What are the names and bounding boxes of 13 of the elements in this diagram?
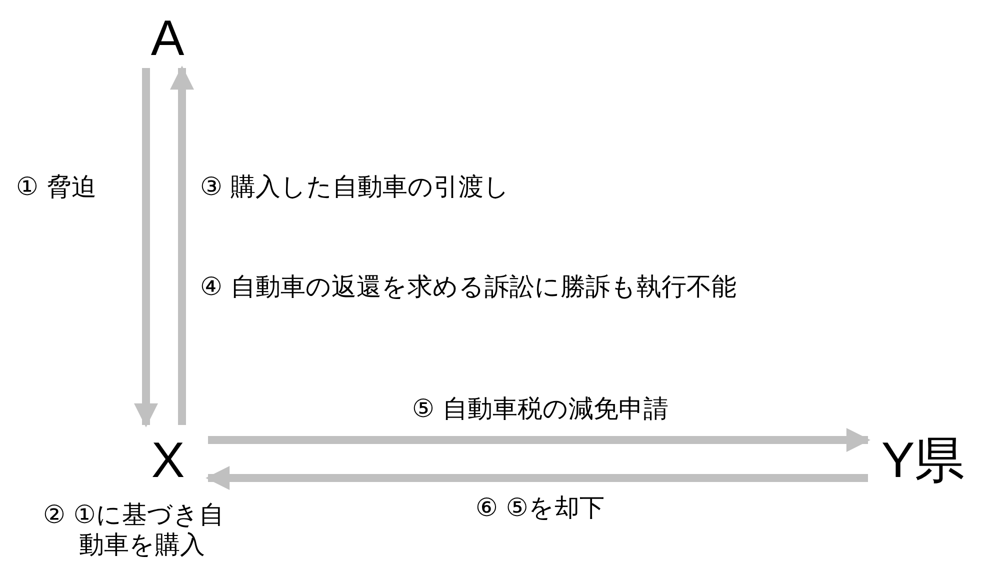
node-label: A xyxy=(150,13,184,63)
arrow xyxy=(208,428,870,452)
edge-label: ① 脅迫 xyxy=(16,172,96,202)
node-label: X xyxy=(151,435,185,485)
edge-label: ⑥ ⑤を却下 xyxy=(476,493,604,523)
node-label: Y県 xyxy=(881,435,965,485)
note-text: ④ 自動車の返還を求める訴訟に勝訴も執行不能 xyxy=(200,272,736,302)
arrow xyxy=(134,68,158,428)
edge-label: ③ 購入した自動車の引渡し xyxy=(200,172,510,202)
note-text: ② ①に基づき自動車を購入 xyxy=(43,500,225,560)
arrow xyxy=(170,66,194,425)
edge-label: ⑤ 自動車税の減免申請 xyxy=(412,394,668,424)
arrow xyxy=(206,466,868,490)
